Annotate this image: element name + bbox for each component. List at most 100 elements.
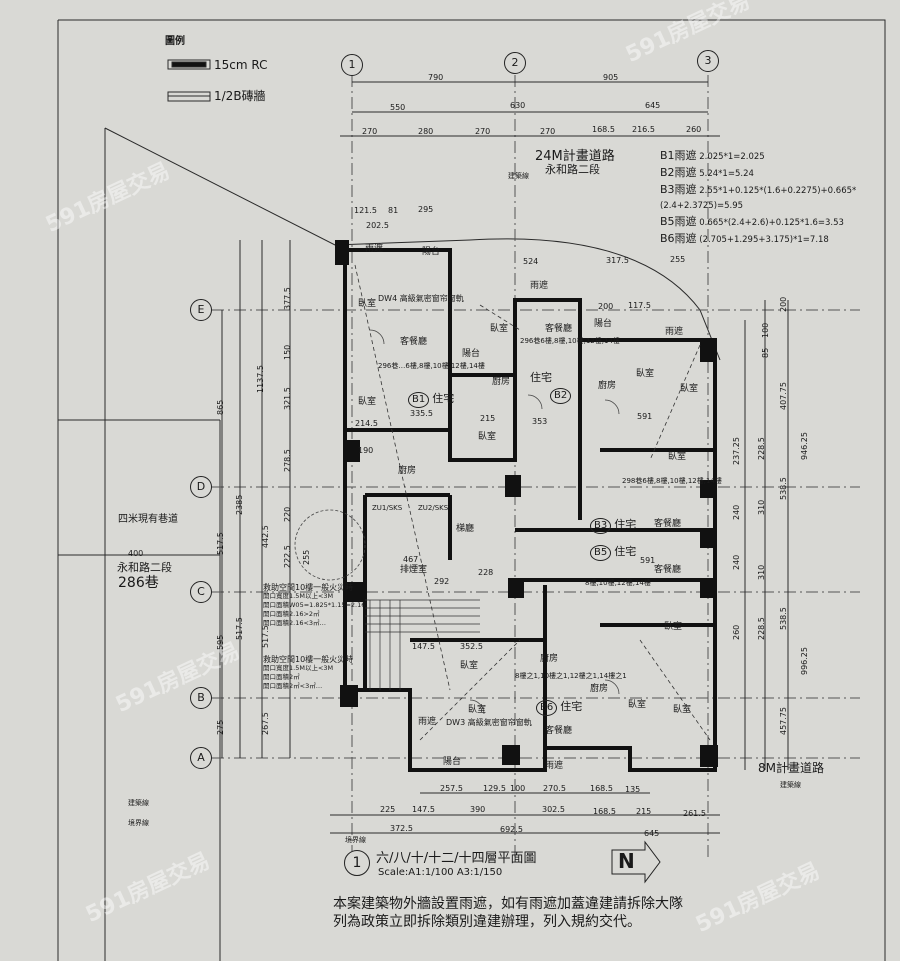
dim-right: 240 [732,554,741,570]
room-label: 雨遮 [365,244,384,254]
dim-left: 517.5 [235,617,244,640]
dim-bottom: 302.5 [542,805,565,814]
rescue-opening-notes: 救助空間10樓一般火災時 開口寬度1.5M以上<3M 開口面積W05=1.825… [263,583,365,628]
dim-bottom: 372.5 [390,824,413,833]
room-label: 廚房 [398,466,417,476]
dim-right: 260 [732,624,741,640]
room-label: 梯廳 [456,524,475,534]
road-north: 24M計畫道路 [535,149,615,164]
unit-badge: B3 [590,518,612,534]
elevator-label: ZU2/SKS [418,504,449,512]
canopy-area-calculations: B1雨遮 2.025*1=2.025 B2雨遮 5.24*1=5.24 B3雨遮… [660,148,900,248]
calc-label: B2雨遮 [660,166,697,179]
unit-note: 296巷…6樓,8樓,10樓,12樓,14樓 [378,362,485,370]
dim-bottom: 215 [636,807,652,816]
room-label: 臥室 [664,622,683,632]
note-line: 救助空間10樓一般火災時 [263,655,354,664]
dim-right: 85 [761,347,770,358]
room-label: DW4 高級氣密窗帘窗軌 [378,294,464,303]
room-label: 臥室 [680,384,699,394]
dim-right: 538.5 [779,607,788,630]
site-boundary [104,127,721,361]
note-line: 開口面積2.16<3㎡… [263,619,327,627]
rescue-opening-notes: 救助空間10樓一般火災時 開口寬度1.5M以上<3M 開口面積2㎡ 開口面積2㎡… [263,655,353,691]
road-west-lane: 286巷 [118,575,159,591]
calc-row: B6雨遮 (2.705+1.295+3.175)*1=7.18 [660,231,900,248]
dim-left: 222.5 [283,545,292,568]
dim-interior: 190 [358,446,374,455]
room-label: 臥室 [668,452,687,462]
dim-left: 278.5 [283,449,292,472]
build-line-label: 建築線 [508,172,529,180]
dim-top: 200 [598,302,614,311]
unit-type: 住宅 [560,700,583,713]
unit-type: 住宅 [614,518,637,531]
dim-top: 905 [603,73,619,82]
dim-left: 150 [283,344,292,360]
dim-right: 996.25 [800,647,809,675]
dim-left: 595 [216,634,225,650]
dim-interior: 353 [532,417,548,426]
room-label: DW3 高級氣密窗帘窗軌 [446,718,532,727]
dim-top: 790 [428,73,444,82]
elevator-label: ZU1/SKS [372,504,403,512]
calc-label: B5雨遮 [660,215,697,228]
dim-top: 255 [670,255,686,264]
dim-right: 310 [757,499,766,515]
dim-left: 1137.5 [256,365,265,393]
dim-left: 865 [216,399,225,415]
unit-type: 住宅 [432,392,455,405]
exterior-wall [335,248,717,772]
calc-row: B5雨遮 0.665*(2.4+2.6)+0.125*1.6=3.53 [660,214,900,231]
road-north-name: 永和路二段 [545,163,600,176]
dim-bottom: 257.5 [440,784,463,793]
dim-left: 442.5 [261,525,270,548]
room-label: 陽台 [594,319,613,329]
unit-note: 8樓,10樓,12樓,14樓 [585,579,651,587]
dim-right: 100 [761,322,770,338]
dim-top: 260 [686,125,702,134]
room-label: 陽台 [443,757,462,767]
dim-right: 310 [757,564,766,580]
dim-right: 200 [779,296,788,312]
room-label: 客餐廳 [545,726,573,736]
unit-type: 住宅 [614,545,637,558]
road-west-name: 永和路二段 [117,561,172,574]
dim-right: 407.75 [779,382,788,410]
dim-bottom: 168.5 [590,784,613,793]
dim-interior: 292 [434,577,450,586]
room-label: 臥室 [628,700,647,710]
dim-interior: 467 [403,555,419,564]
axis-column-1: 1 [341,54,363,76]
calc-row: B1雨遮 2.025*1=2.025 [660,148,900,165]
dim-top: 270 [362,127,378,136]
boundary-line-label: 境界線 [345,836,366,844]
calc-row: B2雨遮 5.24*1=5.24 [660,165,900,182]
dim-interior: 215 [480,414,496,423]
room-label: 廚房 [492,377,511,387]
dim-bottom: 390 [470,805,486,814]
calc-label: B6雨遮 [660,232,697,245]
room-label: 臥室 [358,397,377,407]
unit-note: 298巷6樓,8樓,10樓,12樓,14樓 [622,477,722,485]
calc-label: B3雨遮 [660,183,697,196]
drawing-scale: Scale:A1:1/100 A3:1/150 [378,867,503,878]
dim-right: 457.75 [779,707,788,735]
room-label: 臥室 [460,661,479,671]
room-label: 臥室 [478,432,497,442]
note-line: 開口面積2.16>2㎡ [263,610,320,618]
dim-bottom: 645 [644,829,660,838]
axis-row-D: D [190,476,212,498]
site-boundary-left [58,128,221,961]
room-label: 雨遮 [545,761,564,771]
drawing-number: 1 [344,850,370,876]
unit-badge: B2 [550,388,572,404]
room-label: 客餐廳 [400,337,428,347]
dim-interior: 335.5 [410,409,433,418]
axis-row-B: B [190,687,212,709]
note-line: 救助空間10樓一般火災時 [263,583,354,592]
dim-interior: 591 [637,412,653,421]
dim-left: 321.5 [283,387,292,410]
